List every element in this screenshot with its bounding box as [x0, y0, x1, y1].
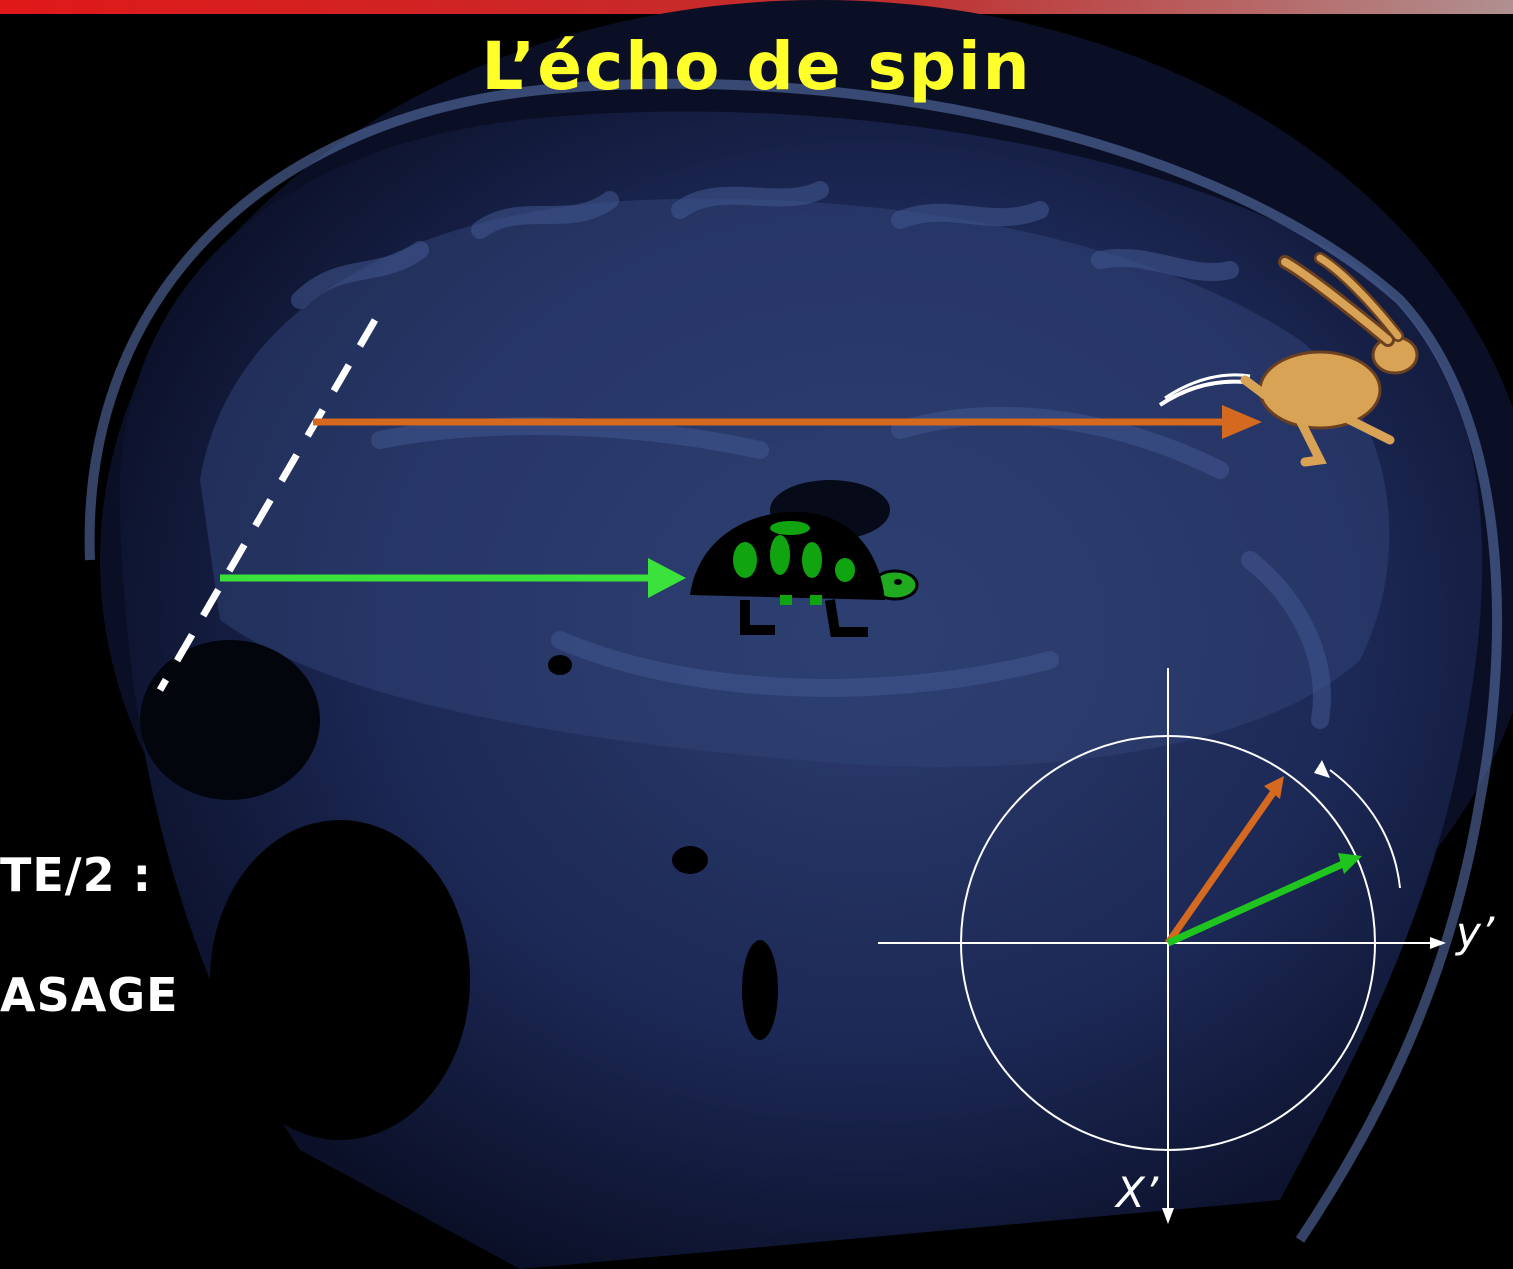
mri-brain-image: [90, 0, 1513, 1269]
x-axis-label: X’: [1116, 1168, 1158, 1217]
y-axis-label: y’: [1456, 908, 1494, 957]
slide-title: L’écho de spin: [0, 28, 1513, 105]
left-text-line-2: ASAGE: [0, 968, 179, 1022]
left-text-line-1: TE/2 :: [0, 848, 152, 902]
